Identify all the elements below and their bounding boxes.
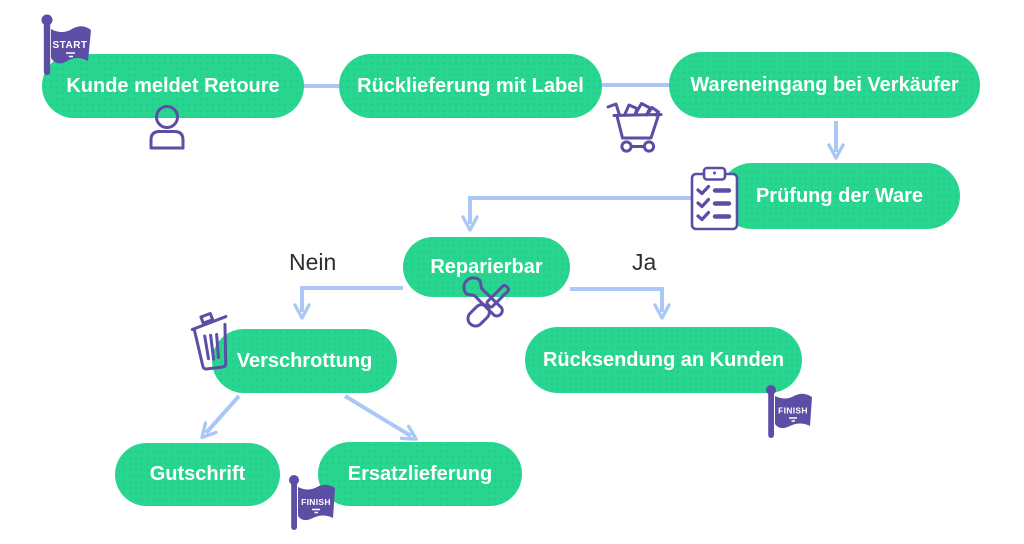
branch-label-nein: Nein: [289, 249, 337, 275]
edge-pruefung-to-reparierbar: [461, 196, 719, 232]
node-label: Rücklieferung mit Label: [357, 74, 584, 97]
node-label: Reparierbar: [430, 255, 543, 278]
node-ruecklieferung-mit-label: Rücklieferung mit Label: [339, 54, 602, 118]
node-reparierbar: Reparierbar: [403, 237, 570, 297]
node-pruefung-der-ware: Prüfung der Ware: [719, 163, 960, 229]
trash-icon: [186, 306, 240, 374]
node-label: Rücksendung an Kunden: [542, 348, 785, 371]
node-label: Ersatzlieferung: [347, 462, 493, 485]
edge-reparierbar-nein-to-verschrottung: [293, 286, 403, 320]
finish-flag-icon: FINISH: [763, 383, 817, 441]
node-ersatzlieferung: Ersatzlieferung: [318, 442, 522, 506]
branch-label-ja: Ja: [632, 249, 657, 275]
node-label: Gutschrift: [149, 463, 246, 485]
tools-icon: [452, 274, 528, 334]
node-verschrottung: Verschrottung: [212, 329, 397, 393]
finish-flag-icon: FINISH: [286, 473, 340, 533]
start-flag-icon: START: [38, 12, 96, 80]
node-wareneingang-bei-verkaeufer: Wareneingang bei Verkäufer: [669, 52, 980, 118]
node-label: Verschrottung: [236, 349, 373, 372]
edge-reparierbar-ja-to-ruecksendung: [570, 287, 671, 320]
node-label: Wareneingang bei Verkäufer: [690, 73, 959, 96]
node-label: Kunde meldet Retoure: [66, 74, 280, 97]
finish-flag-label: FINISH: [778, 406, 808, 416]
finish-flag-label: FINISH: [301, 497, 331, 507]
edge-verschrottung-to-gutschrift: [200, 394, 241, 440]
cart-icon: [605, 94, 667, 154]
start-flag-label: START: [52, 40, 87, 51]
node-label: Prüfung der Ware: [755, 184, 924, 207]
node-gutschrift: Gutschrift: [115, 443, 280, 506]
clipboard-icon: [688, 164, 746, 232]
person-icon: [146, 104, 188, 150]
edge-verschrottung-to-ersatzlieferung: [343, 394, 418, 441]
node-ruecksendung-an-kunden: Rücksendung an Kunden: [525, 327, 802, 393]
